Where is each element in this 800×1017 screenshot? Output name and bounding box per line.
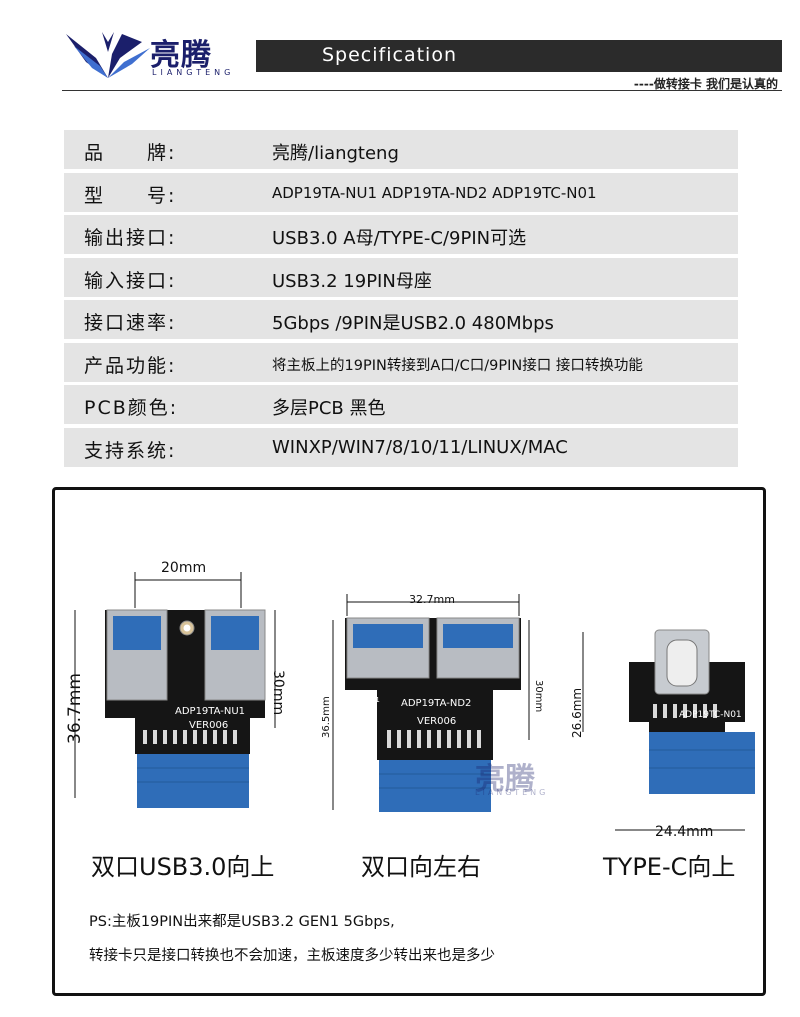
board-nd2-illustration — [332, 594, 530, 812]
spec-row-os: 支持系统: WINXP/WIN7/8/10/11/LINUX/MAC — [64, 427, 738, 467]
spec-label: 接口速率: — [84, 312, 177, 334]
spec-label: 产品功能: — [84, 354, 177, 377]
spec-row-speed: 接口速率: 5Gbps /9PIN是USB2.0 480Mbps — [64, 300, 738, 339]
logo-subtext: LIANGTENG — [152, 68, 235, 77]
spec-value: 亮腾/liangteng — [272, 143, 399, 164]
board2-usb1-label: USB1 — [361, 696, 380, 704]
spec-value: 多层PCB 黑色 — [272, 398, 386, 419]
spec-label: PCB颜色: — [84, 397, 179, 419]
watermark-subtext: LIANGTENG — [475, 788, 549, 797]
slogan: ----做转接卡 我们是认真的 — [633, 77, 778, 91]
spec-label: 支持系统: — [84, 439, 177, 462]
spec-value: 5Gbps /9PIN是USB2.0 480Mbps — [272, 313, 554, 334]
spec-label: 型 号: — [84, 184, 177, 207]
board2-model-label: ADP19TA-ND2 — [401, 698, 472, 709]
watermark-logo: 亮腾 — [475, 762, 535, 797]
board1-caption: 双口USB3.0向上 — [91, 853, 275, 881]
board-n01-illustration — [582, 629, 755, 831]
product-diagram-panel: 20mm 36.7mm 30mm ADP19TA-NU1 VER006 双口US… — [52, 487, 766, 996]
spec-label: 品 牌: — [84, 142, 177, 164]
board3-model-label: ADP19TC-N01 — [679, 710, 742, 720]
board2-version-label: VER006 — [417, 716, 457, 727]
board2-height-dim: 36.5mm — [321, 696, 332, 738]
spec-label: 输入接口: — [84, 269, 177, 292]
board2-caption: 双口向左右 — [361, 853, 481, 881]
spec-row-function: 产品功能: 将主板上的19PIN转接到A口/C口/9PIN接口 接口转换功能 — [64, 342, 738, 382]
board1-model-label: ADP19TA-NU1 — [175, 706, 246, 717]
header-divider — [62, 90, 782, 91]
spec-row-pcb-color: PCB颜色: 多层PCB 黑色 — [64, 385, 738, 424]
board2-side-dim: 30mm — [533, 680, 544, 713]
board1-height-dim: 36.7mm — [65, 673, 85, 744]
spec-table: 品 牌: 亮腾/liangteng 型 号: ADP19TA-NU1 ADP19… — [64, 130, 738, 470]
ps-note-line2: 转接卡只是接口转换也不会加速，主板速度多少转出来也是多少 — [89, 948, 495, 964]
spec-value: USB3.0 A母/TYPE-C/9PIN可选 — [272, 228, 527, 249]
spec-row-output: 输出接口: USB3.0 A母/TYPE-C/9PIN可选 — [64, 215, 738, 254]
board3-height-dim: 26.6mm — [570, 687, 584, 738]
board1-version-label: VER006 — [189, 720, 229, 731]
board2-usb2-label: USB2 — [495, 696, 514, 704]
board-nu1-illustration — [74, 572, 276, 808]
spec-row-brand: 品 牌: 亮腾/liangteng — [64, 130, 738, 169]
ps-note-line1: PS:主板19PIN出来都是USB3.2 GEN1 5Gbps, — [89, 914, 395, 930]
page-title: Specification — [322, 44, 457, 66]
board1-width-dim: 20mm — [161, 560, 207, 576]
spec-value: ADP19TA-NU1 ADP19TA-ND2 ADP19TC-N01 — [272, 183, 597, 202]
board2-width-dim: 32.7mm — [409, 593, 455, 606]
spec-row-model: 型 号: ADP19TA-NU1 ADP19TA-ND2 ADP19TC-N01 — [64, 172, 738, 212]
spec-row-input: 输入接口: USB3.2 19PIN母座 — [64, 257, 738, 297]
spec-value: USB3.2 19PIN母座 — [272, 270, 432, 292]
page-header: 亮腾 LIANGTENG Specification ----做转接卡 我们是认… — [0, 0, 800, 100]
spec-value: WINXP/WIN7/8/10/11/LINUX/MAC — [272, 436, 568, 458]
liangteng-logo-icon — [66, 32, 150, 78]
board1-side-dim: 30mm — [270, 670, 286, 716]
board3-width-dim: 24.4mm — [655, 824, 714, 840]
board3-caption: TYPE-C向上 — [603, 853, 736, 881]
logo-text: 亮腾 — [150, 38, 212, 73]
spec-label: 输出接口: — [84, 227, 177, 249]
title-bar — [256, 40, 782, 72]
spec-value: 将主板上的19PIN转接到A口/C口/9PIN接口 接口转换功能 — [272, 357, 643, 374]
